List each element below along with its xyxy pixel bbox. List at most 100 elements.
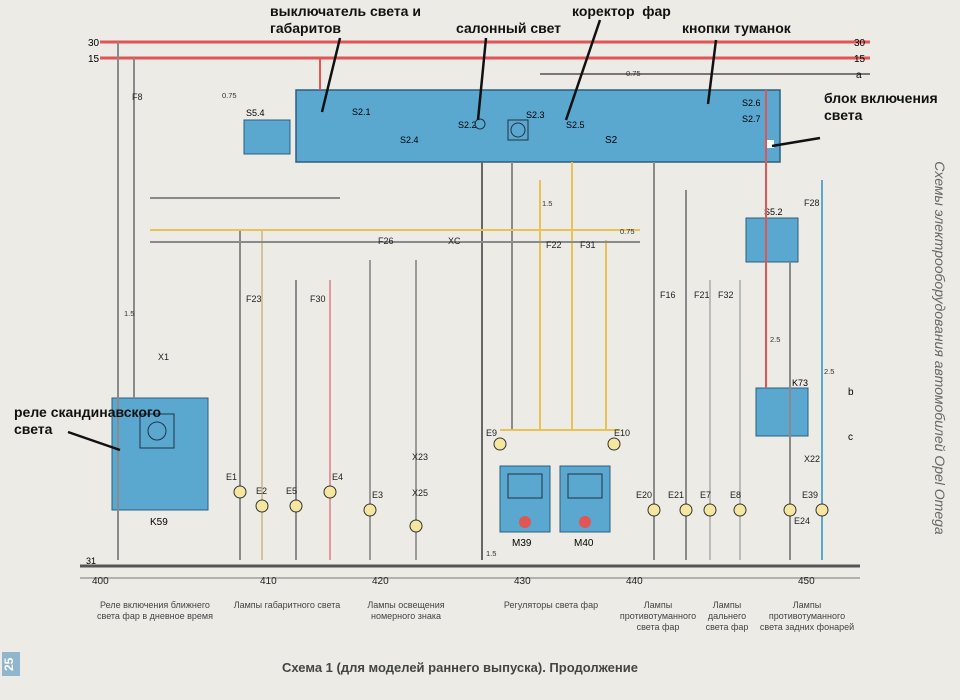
s2-2-label: S2.2 — [458, 120, 477, 130]
f16-label: F16 — [660, 290, 676, 300]
caption-450: Лампы противотуманного света задних фона… — [759, 600, 855, 632]
lamp-e10 — [607, 437, 621, 451]
annotation-fog-buttons: кнопки туманок — [682, 20, 791, 36]
xc-label: XC — [448, 236, 461, 246]
f21-label: F21 — [694, 290, 710, 300]
m40-unit — [567, 473, 603, 499]
x23-label: X23 — [412, 452, 428, 462]
lamp-e39 — [815, 503, 829, 517]
bus-430: 430 — [514, 576, 531, 587]
gauge-6: 0.75 — [620, 227, 635, 236]
annotation-arrows — [67, 19, 821, 452]
s2-3-knob — [507, 119, 529, 141]
rail-15-label-right: 15 — [854, 54, 866, 65]
k59-coil — [139, 413, 175, 449]
arrow-fog-buttons — [706, 39, 718, 105]
annotation-light-control-block: блок включения света — [824, 90, 938, 123]
gauge-4: 0.75 — [626, 69, 641, 78]
rail-30-label-right: 30 — [854, 38, 866, 49]
caption-440a: Лампы противотуманного света фар — [619, 600, 697, 632]
x22-label: X22 — [804, 454, 820, 464]
x25-label: X25 — [412, 488, 428, 498]
lamp-e4 — [323, 485, 337, 499]
side-title: Схемы электрооборудования автомобилей Op… — [932, 161, 948, 535]
s2-3-label: S2.3 — [526, 110, 545, 120]
lamp-e3b — [409, 519, 423, 533]
s5-4-switch — [243, 119, 291, 155]
k59-coil-icon — [147, 421, 167, 441]
e21-label: E21 — [668, 490, 684, 500]
annotation-headlight-corrector: коректор фар — [572, 3, 671, 19]
f22-label: F22 — [546, 240, 562, 250]
arrow-light-switch — [320, 37, 342, 113]
e39-label: E39 — [802, 490, 818, 500]
m40-label: M40 — [574, 538, 594, 549]
rail-b-label: b — [848, 387, 854, 398]
s2-switch-block — [295, 89, 781, 163]
bus-450: 450 — [798, 576, 815, 587]
lamp-e1 — [233, 485, 247, 499]
e8-label: E8 — [730, 490, 741, 500]
arrow-corrector — [564, 19, 602, 121]
gauge-3: 2.5 — [770, 335, 780, 344]
s2-label: S2 — [605, 135, 618, 146]
m40-motor-icon — [579, 516, 591, 528]
s2-4-label: S2.4 — [400, 135, 419, 145]
annotation-scandinavian-relay: реле скандинавского света — [14, 404, 162, 437]
caption-430: Регуляторы света фар — [503, 600, 599, 610]
s2-1-label: S2.1 — [352, 107, 371, 117]
f32-label: F32 — [718, 290, 734, 300]
diagram-footer-title: Схема 1 (для моделей раннего выпуска). П… — [282, 660, 638, 675]
e9-label: E9 — [486, 428, 497, 438]
e4-label: E4 — [332, 472, 343, 482]
rail-a-label: a — [856, 70, 862, 81]
f30-label: F30 — [310, 294, 326, 304]
s5-2-label: S5.2 — [764, 207, 783, 217]
s2-connector — [766, 140, 774, 148]
bus-440: 440 — [626, 576, 643, 587]
side-title-strip: Схемы электрооборудования автомобилей Op… — [920, 0, 960, 695]
e3-label: E3 — [372, 490, 383, 500]
e1-label: E1 — [226, 472, 237, 482]
arrow-interior-light — [476, 37, 488, 121]
lamp-e2 — [255, 499, 269, 513]
lamps — [233, 437, 829, 533]
k73-label: K73 — [792, 378, 808, 388]
lamp-e8 — [733, 503, 747, 517]
annotation-light-switch: выключатель света и габаритов — [270, 3, 421, 36]
lamp-e7 — [703, 503, 717, 517]
s5-2-switch — [745, 217, 799, 263]
caption-440b: Лампы дальнего света фар — [705, 600, 749, 632]
s2-7-label: S2.7 — [742, 114, 761, 124]
s2-6-label: S2.6 — [742, 98, 761, 108]
f23-label: F23 — [246, 294, 262, 304]
s5-4-label: S5.4 — [246, 108, 265, 118]
caption-410: Лампы габаритного света — [233, 600, 341, 610]
rail-30-label: 30 — [88, 38, 100, 49]
e5-label: E5 — [286, 486, 297, 496]
lamp-e5 — [289, 499, 303, 513]
annotation-interior-light: салонный свет — [456, 20, 562, 36]
gauge-5: 1.5 — [486, 549, 496, 558]
f8-label: F8 — [132, 92, 143, 102]
e7-label: E7 — [700, 490, 711, 500]
lamp-e3a — [363, 503, 377, 517]
arrow-light-block — [771, 136, 821, 148]
e24-label: E24 — [794, 516, 810, 526]
lamp-e21 — [679, 503, 693, 517]
x1-label: X1 — [158, 352, 169, 362]
f31-label: F31 — [580, 240, 596, 250]
wires — [117, 42, 823, 560]
f26-label: F26 — [378, 236, 394, 246]
f28-label: F28 — [804, 198, 820, 208]
s2-5-label: S2.5 — [566, 120, 585, 130]
interior-lamp-icon — [474, 118, 486, 130]
lamp-e20 — [647, 503, 661, 517]
gauge-2: 1.5 — [124, 309, 134, 318]
wire-gauges: 0.75 1.5 2.5 0.75 1.5 0.75 1.5 2.5 — [124, 69, 834, 558]
s2-3-knob-icon — [510, 122, 526, 138]
bus-numbers: 400 410 420 430 440 450 — [92, 576, 815, 587]
bus-420: 420 — [372, 576, 389, 587]
caption-420: Лампы освещения номерного знака — [367, 600, 445, 621]
